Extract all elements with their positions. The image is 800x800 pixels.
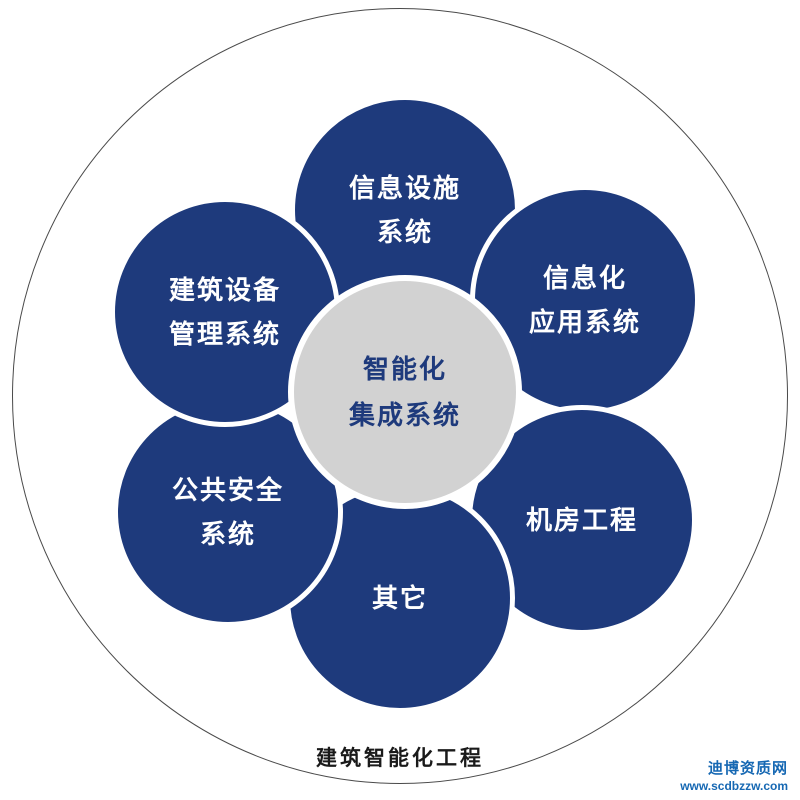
node-label-line: 机房工程	[525, 505, 638, 535]
node-label-line: 其它	[371, 583, 428, 613]
node-label-line: 建筑设备	[168, 275, 281, 305]
node-label-line: 公共安全	[171, 475, 284, 505]
watermark-site-url: www.scdbzzw.com	[680, 779, 788, 793]
diagram-caption: 建筑智能化工程	[316, 747, 484, 770]
center-label-line: 集成系统	[348, 400, 461, 430]
center-label-line: 智能化	[362, 354, 447, 384]
node-label-line: 信息设施	[348, 173, 461, 203]
node-label-line: 管理系统	[168, 319, 281, 349]
node-label-line: 系统	[199, 519, 256, 549]
watermark: 迪博资质网 www.scdbzzw.com	[680, 760, 788, 794]
node-label-line: 应用系统	[528, 307, 641, 337]
center-node-intelligent-integration-system: 智能化 集成系统	[288, 275, 522, 509]
node-label-line: 信息化	[542, 263, 627, 293]
watermark-site-name: 迪博资质网	[707, 760, 788, 778]
node-label-line: 系统	[376, 217, 433, 247]
